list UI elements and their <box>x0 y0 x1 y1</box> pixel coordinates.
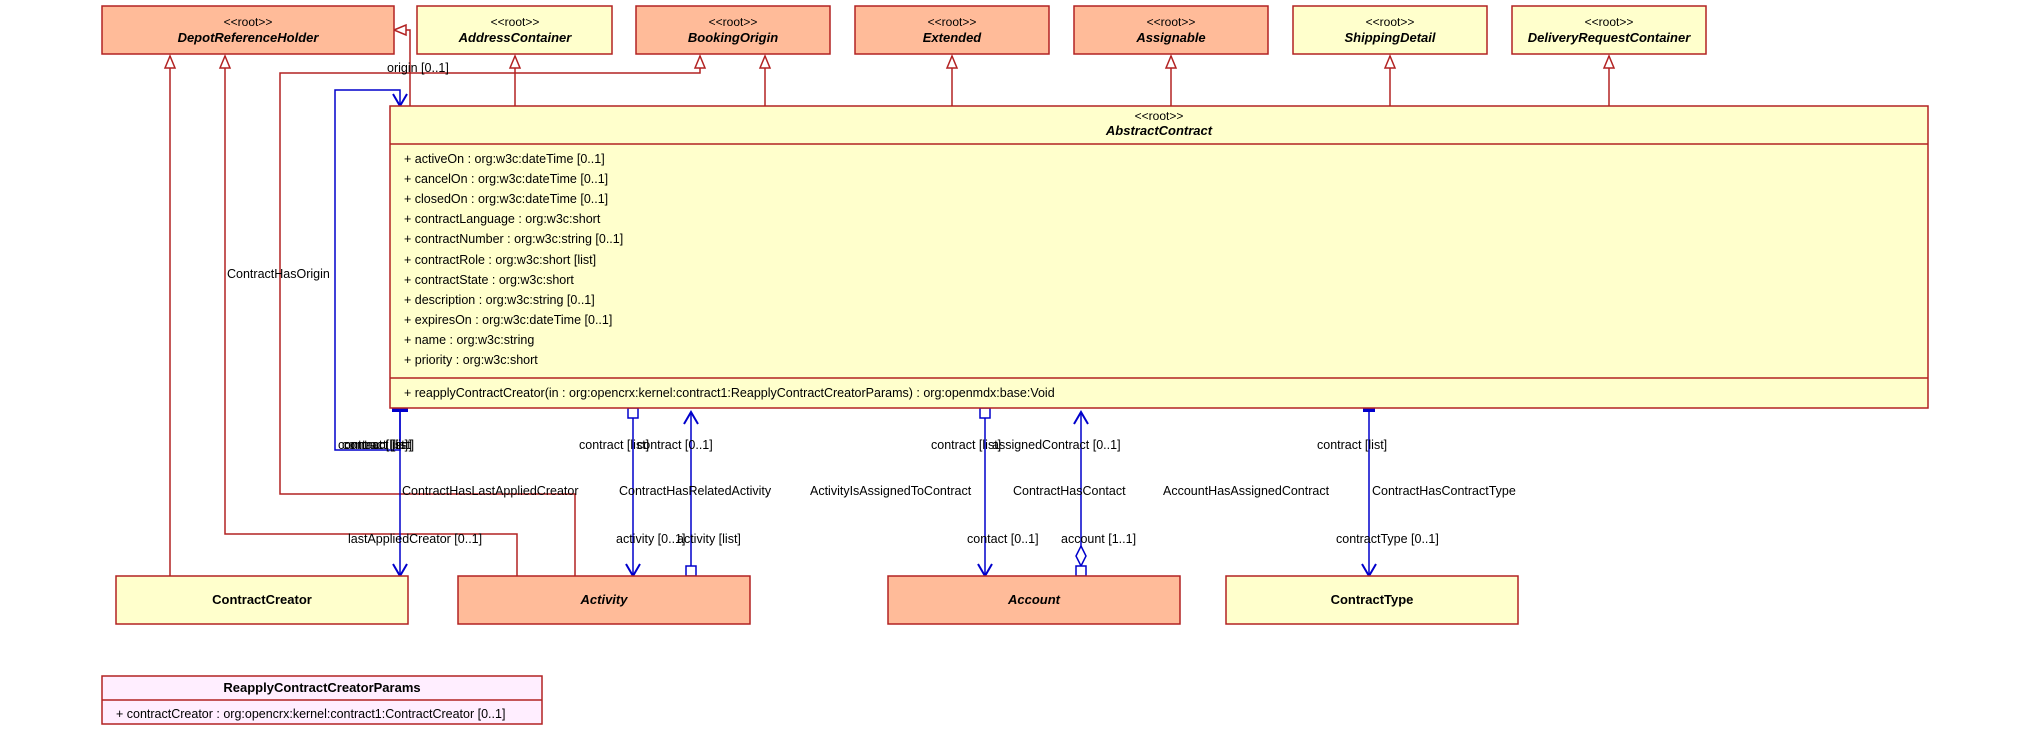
class-assignable: <<root>> Assignable <box>1073 5 1269 55</box>
class-extended: <<root>> Extended <box>854 5 1050 55</box>
shared-marker-icon <box>627 407 639 419</box>
gen-arrow-icon <box>508 54 522 69</box>
role-label: contract [list] <box>579 438 649 452</box>
role-label: contract [list] <box>931 438 1001 452</box>
composite-marker-icon <box>1363 407 1375 412</box>
gen-activity-depot <box>224 56 518 576</box>
shared-marker-icon <box>1075 565 1087 577</box>
class-shipping-detail: <<root>> ShippingDetail <box>1292 5 1488 55</box>
gen-arrow-icon <box>693 54 707 69</box>
class-name: Account <box>1007 592 1061 607</box>
role-label: account [1..1] <box>1061 532 1136 546</box>
class-depot-reference-holder: <<root>> DepotReferenceHolder <box>101 5 395 55</box>
role-label: lastAppliedCreator [0..1] <box>348 532 482 546</box>
attribute: + priority : org:w3c:short <box>404 353 538 367</box>
gen-arrow-icon <box>1164 54 1178 69</box>
assoc-name-label: ContractHasOrigin <box>227 267 330 281</box>
class-address-container: <<root>> AddressContainer <box>416 5 613 55</box>
attribute: + expiresOn : org:w3c:dateTime [0..1] <box>404 313 612 327</box>
role-label: origin [0..1] <box>387 61 449 75</box>
class-booking-origin: <<root>> BookingOrigin <box>635 5 831 55</box>
assoc-name-label: ContractHasContact <box>1013 484 1126 498</box>
assoc-name-label: ContractHasContractType <box>1372 484 1516 498</box>
stereotype-label: <<root>> <box>928 15 977 29</box>
attribute: + contractRole : org:w3c:short [list] <box>404 253 596 267</box>
attribute: + contractCreator : org:opencrx:kernel:c… <box>116 707 505 721</box>
gen-arrow-icon <box>392 23 407 37</box>
class-account: Account <box>887 575 1181 625</box>
role-labels: origin [0..1] contract [list] contract [… <box>338 61 1439 546</box>
class-name: ContractCreator <box>212 592 312 607</box>
gen-arrow-icon <box>1602 54 1616 69</box>
attribute: + cancelOn : org:w3c:dateTime [0..1] <box>404 172 608 186</box>
attribute: + contractState : org:w3c:short <box>404 273 574 287</box>
gen-arrow-icon <box>758 54 772 69</box>
class-delivery-request-container: <<root>> DeliveryRequestContainer <box>1511 5 1707 55</box>
attribute: + closedOn : org:w3c:dateTime [0..1] <box>404 192 608 206</box>
gen-arrow-icon <box>218 54 232 69</box>
role-label: contact [0..1] <box>967 532 1039 546</box>
role-label: contract [list] <box>342 438 412 452</box>
association-names: ContractHasOrigin ContractHasLastApplied… <box>227 267 1516 498</box>
role-label: contractType [0..1] <box>1336 532 1439 546</box>
gen-activity-bookingorigin <box>279 56 701 576</box>
class-name: ContractType <box>1331 592 1414 607</box>
attribute: + contractNumber : org:w3c:string [0..1] <box>404 232 623 246</box>
gen-arrow-icon <box>945 54 959 69</box>
operation: + reapplyContractCreator(in : org:opencr… <box>404 386 1055 400</box>
stereotype-label: <<root>> <box>1135 109 1184 123</box>
gen-arrow-icon <box>1383 54 1397 69</box>
class-contract-creator: ContractCreator <box>115 575 409 625</box>
stereotype-label: <<root>> <box>709 15 758 29</box>
attribute: + activeOn : org:w3c:dateTime [0..1] <box>404 152 605 166</box>
class-name: Extended <box>923 30 983 45</box>
association-lines <box>334 89 1377 578</box>
role-label: contract [list] <box>338 438 408 452</box>
arrow-head-icon <box>683 410 699 425</box>
class-contract-type: ContractType <box>1225 575 1519 625</box>
shared-marker-icon <box>685 565 697 577</box>
gen-arrow-icon <box>163 54 177 69</box>
class-abstract-contract: <<root>> AbstractContract + activeOn : o… <box>389 105 1929 409</box>
class-name: BookingOrigin <box>688 30 778 45</box>
class-name: AddressContainer <box>458 30 573 45</box>
aggregation-diamond-icon <box>1075 544 1087 568</box>
role-label: contract [list] <box>344 438 414 452</box>
assoc-name-label: AccountHasAssignedContract <box>1163 484 1330 498</box>
class-reapply-params: ReapplyContractCreatorParams + contractC… <box>101 675 543 725</box>
class-name: Activity <box>580 592 629 607</box>
role-label: contract [list] <box>1317 438 1387 452</box>
attribute: + contractLanguage : org:w3c:short <box>404 212 601 226</box>
role-label: activity [0..1] <box>616 532 685 546</box>
stereotype-label: <<root>> <box>491 15 540 29</box>
role-label: contract [0..1] <box>637 438 713 452</box>
arrow-head-icon <box>1073 410 1089 425</box>
assoc-name-label: ContractHasLastAppliedCreator <box>402 484 578 498</box>
class-activity: Activity <box>457 575 751 625</box>
role-label: activity [list] <box>677 532 741 546</box>
assoc-name-label: ContractHasRelatedActivity <box>619 484 772 498</box>
generalization-triangles <box>163 23 1616 69</box>
class-name: AbstractContract <box>1105 123 1213 138</box>
class-name: DeliveryRequestContainer <box>1528 30 1691 45</box>
class-name: ShippingDetail <box>1345 30 1436 45</box>
attribute: + name : org:w3c:string <box>404 333 534 347</box>
stereotype-label: <<root>> <box>1585 15 1634 29</box>
shared-marker-icon <box>979 407 991 419</box>
attribute: + description : org:w3c:string [0..1] <box>404 293 595 307</box>
generalization-lines <box>169 29 1610 576</box>
stereotype-label: <<root>> <box>1147 15 1196 29</box>
stereotype-label: <<root>> <box>224 15 273 29</box>
role-label: assignedContract [0..1] <box>992 438 1121 452</box>
class-name: DepotReferenceHolder <box>178 30 320 45</box>
attribute-list: + activeOn : org:w3c:dateTime [0..1] + c… <box>404 152 623 367</box>
assoc-name-label: ActivityIsAssignedToContract <box>810 484 972 498</box>
class-name: Assignable <box>1135 30 1205 45</box>
composite-marker-icon <box>392 407 408 412</box>
stereotype-label: <<root>> <box>1366 15 1415 29</box>
class-name: ReapplyContractCreatorParams <box>223 680 420 695</box>
